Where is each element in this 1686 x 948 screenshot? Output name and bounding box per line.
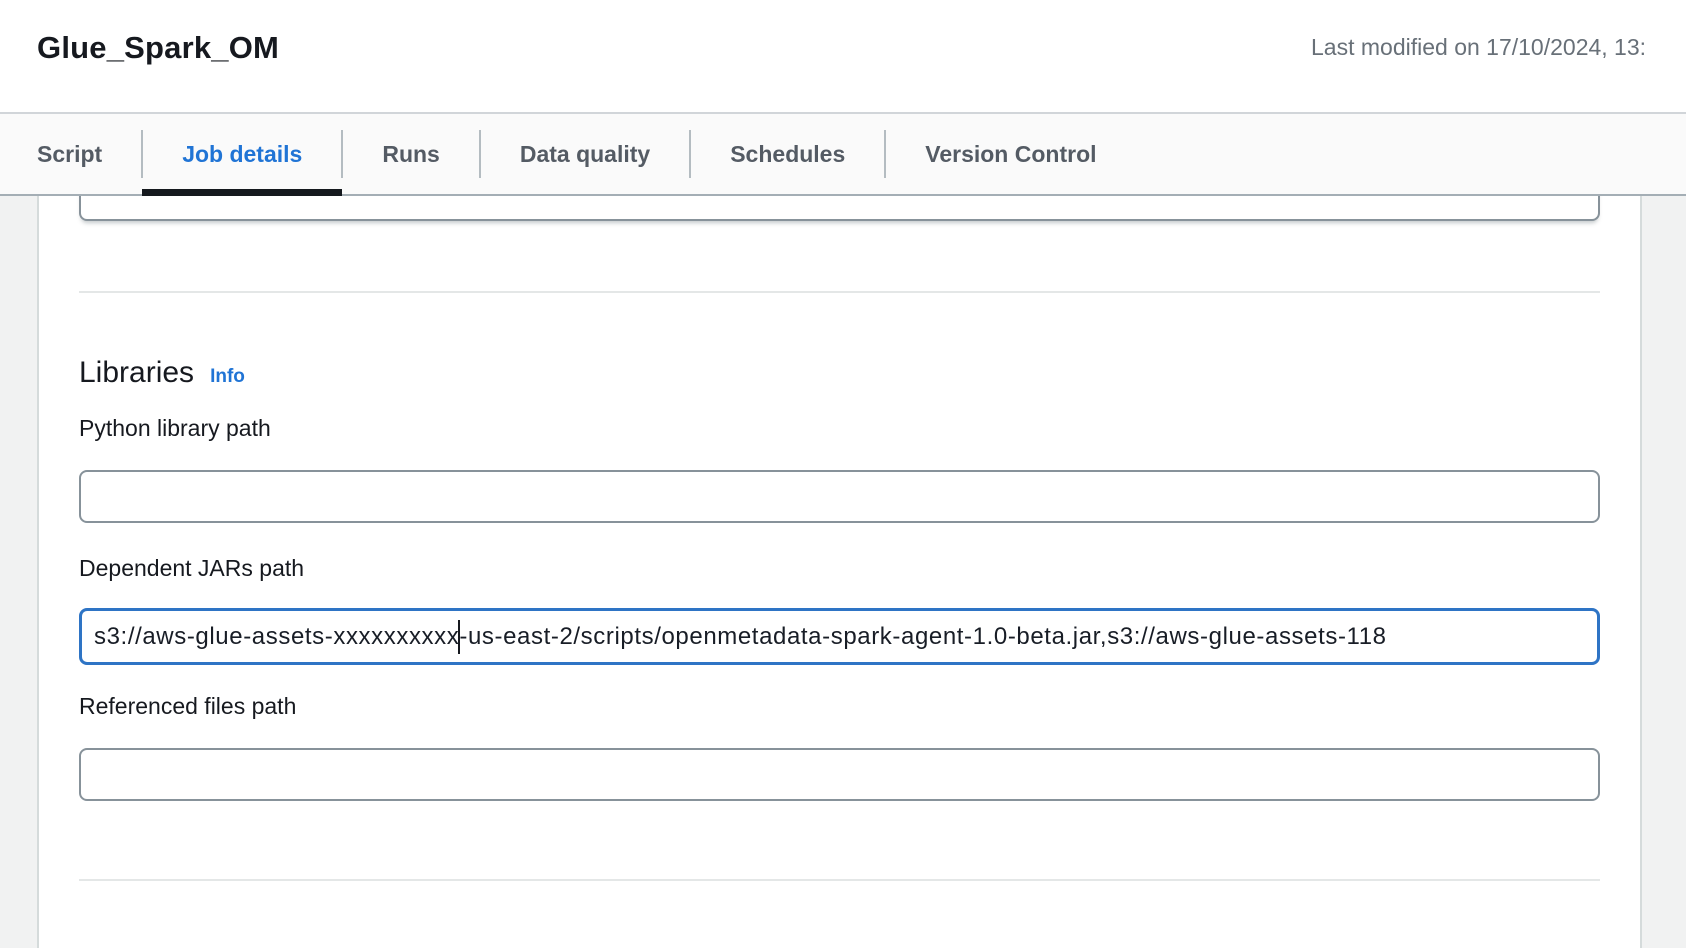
text-cursor xyxy=(458,619,461,654)
tab-job-details-label: Job details xyxy=(182,140,303,167)
tab-data-quality-label: Data quality xyxy=(519,140,651,167)
section-divider-bottom xyxy=(79,879,1600,881)
tab-schedules-label: Schedules xyxy=(730,140,846,167)
dependent-jars-path-input[interactable]: s3://aws-glue-assets-xxxxxxxxxx -us-east… xyxy=(79,608,1600,665)
dependent-jars-path-label: Dependent JARs path xyxy=(79,555,305,581)
page-header: Glue_Spark_OM Last modified on 17/10/202… xyxy=(0,0,1686,112)
referenced-files-path-label: Referenced files path xyxy=(79,693,297,719)
python-library-path-label: Python library path xyxy=(79,415,271,441)
tab-schedules[interactable]: Schedules xyxy=(690,114,885,194)
jars-path-value-after-caret: -us-east-2/scripts/openmetadata-spark-ag… xyxy=(459,622,1387,650)
tab-script[interactable]: Script xyxy=(0,114,142,194)
section-divider-top xyxy=(79,291,1600,293)
tab-version-control[interactable]: Version Control xyxy=(885,114,1136,194)
libraries-heading: Libraries xyxy=(79,356,195,389)
left-page-gutter xyxy=(0,196,39,948)
tab-runs-label: Runs xyxy=(382,140,440,167)
job-tabbar: Script Job details Runs Data quality Sch… xyxy=(0,112,1686,196)
right-page-gutter xyxy=(1640,196,1686,948)
libraries-info-link[interactable]: Info xyxy=(210,366,245,387)
python-library-path-input[interactable] xyxy=(79,470,1600,523)
referenced-files-path-input[interactable] xyxy=(79,748,1600,801)
tab-data-quality[interactable]: Data quality xyxy=(480,114,690,194)
clipped-input-above[interactable] xyxy=(79,196,1600,221)
job-details-content: Libraries Info Python library path Depen… xyxy=(0,196,1686,948)
tab-version-control-label: Version Control xyxy=(925,140,1097,167)
jars-path-value-before-caret: s3://aws-glue-assets-xxxxxxxxxx xyxy=(94,622,460,650)
tab-runs[interactable]: Runs xyxy=(342,114,480,194)
page-title: Glue_Spark_OM xyxy=(37,30,280,65)
tab-script-label: Script xyxy=(37,140,103,167)
tab-job-details[interactable]: Job details xyxy=(142,114,343,196)
last-modified-text: Last modified on 17/10/2024, 13: xyxy=(1311,34,1647,60)
libraries-heading-row: Libraries Info xyxy=(79,356,245,390)
